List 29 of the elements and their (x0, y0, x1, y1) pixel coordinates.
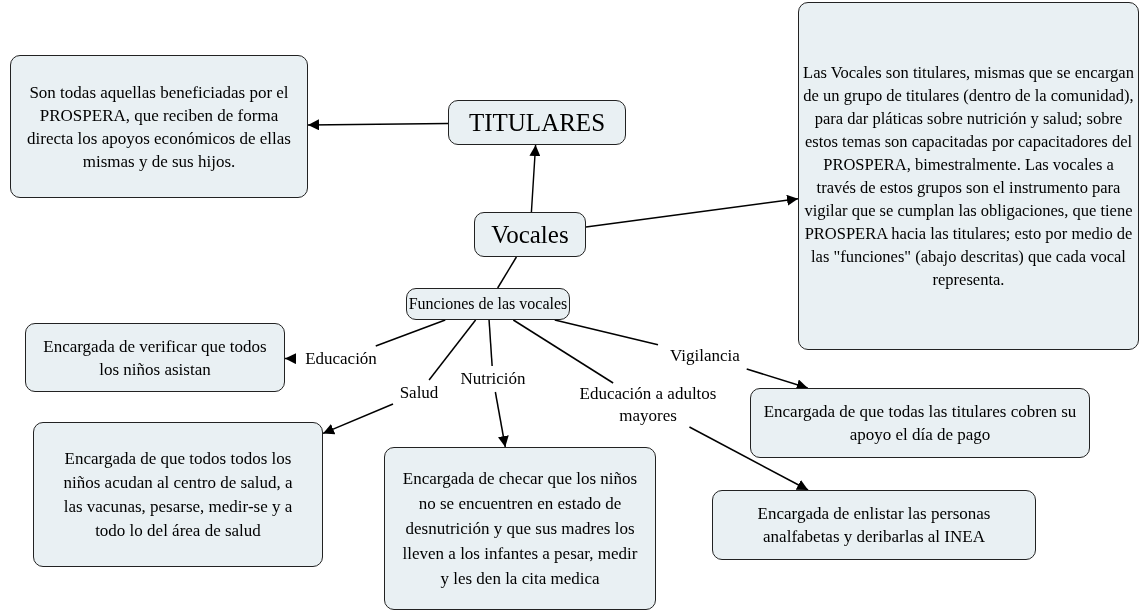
arrow (585, 194, 799, 228)
arrow (494, 391, 509, 448)
concept-box: Son todas aquellas beneficiadas por el PROSPERA, que reciben de forma directa los apoyos económicos de ellas mismas y de sus hijos. (10, 55, 308, 198)
concept-box: Encargada de que todas las titulares cobren su apoyo el día de pago (750, 388, 1090, 458)
arrow (307, 119, 449, 131)
concept-box: TITULARES (448, 100, 626, 145)
connector-line (554, 319, 659, 346)
arrow (529, 144, 541, 213)
concept-box: Encargada de enlistar las personas analfabetas y deribarlas al INEA (712, 490, 1036, 560)
concept-box: Encargada de checar que los niños no se encuentren en estado de desnutrición y que sus madres los lleven a los infantes a pesar, medir y les den la cita medica (384, 447, 656, 610)
arrow (688, 426, 809, 491)
connector-line (428, 319, 477, 381)
arrow (284, 353, 297, 365)
linking-phrase: Salud (393, 380, 445, 406)
concept-box: Encargada de verificar que todos los niños asistan (25, 323, 285, 392)
connector-line (375, 319, 446, 347)
concept-box: Las Vocales son titulares, mismas que se encargan de un grupo de titulares (dentro de la comunidad), para dar pláticas sobre nutrición y salud; sobre estos temas son capacitadas por capacitadores del PROSPERA, bimestralmente. Las vocales a través de estos grupos son el instrumento para vigilar que se cumplan las obligaciones, que tiene PROSPERA hacia las titulares; esto por medio de las "funciones" (abajo descritas) que cada vocal representa. (798, 2, 1139, 350)
arrow (322, 403, 394, 435)
linking-phrase: Educación a adultos mayores (572, 383, 724, 427)
connector-line (496, 256, 518, 289)
arrow (745, 368, 809, 390)
concept-box: Encargada de que todos todos los niños acudan al centro de salud, a las vacunas, pesarse, medir-se y a todo lo del área de salud (33, 422, 323, 567)
linking-phrase: Vigilancia (658, 343, 752, 369)
concept-box: Funciones de las vocales (406, 288, 570, 320)
connector-line (512, 319, 614, 384)
linking-phrase: Educación (296, 346, 386, 372)
concept-box: Vocales (474, 212, 586, 257)
linking-phrase: Nutrición (449, 366, 537, 392)
connector-line (488, 319, 493, 367)
